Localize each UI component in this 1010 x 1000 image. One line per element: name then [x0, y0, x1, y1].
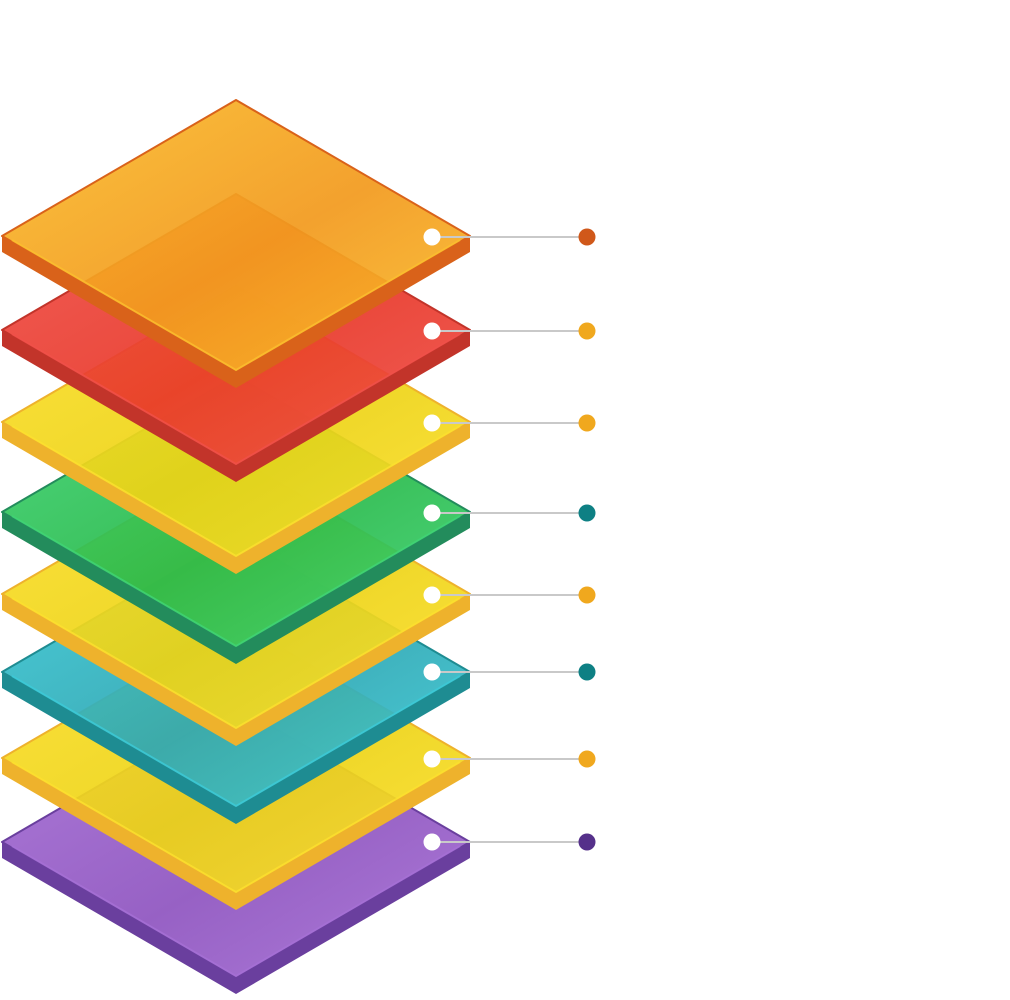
end-dot [578, 833, 596, 851]
layer-5-highlight [11, 597, 461, 730]
layer-6-highlight [11, 675, 461, 808]
anchor-dot [423, 750, 441, 768]
layer-6-callout [423, 663, 596, 681]
anchor-dot [423, 228, 441, 246]
anchor-dot [423, 663, 441, 681]
end-dot [578, 322, 596, 340]
layer-3-callout [423, 414, 596, 432]
end-dot [578, 586, 596, 604]
end-dot [578, 504, 596, 522]
end-dot [578, 414, 596, 432]
end-dot [578, 228, 596, 246]
layer-4-callout [423, 504, 596, 522]
layer-7-callout [423, 750, 596, 768]
layer-7-highlight [11, 761, 461, 894]
layer-4-highlight [11, 515, 461, 648]
anchor-dot [423, 322, 441, 340]
layers [1, 99, 471, 994]
anchor-dot [423, 833, 441, 851]
layer-1-plate [1, 99, 471, 388]
layer-1-highlight [11, 239, 461, 372]
anchor-dot [423, 504, 441, 522]
layer-1-callout [423, 228, 596, 246]
layer-2-callout [423, 322, 596, 340]
anchor-dot [423, 414, 441, 432]
end-dot [578, 750, 596, 768]
layer-1-top [1, 99, 471, 373]
layer-2-highlight [11, 333, 461, 466]
anchor-dot [423, 586, 441, 604]
callouts [423, 228, 596, 851]
layer-3-highlight [11, 425, 461, 558]
end-dot [578, 663, 596, 681]
layer-8-callout [423, 833, 596, 851]
layer-8-highlight [11, 845, 461, 978]
layer-5-callout [423, 586, 596, 604]
